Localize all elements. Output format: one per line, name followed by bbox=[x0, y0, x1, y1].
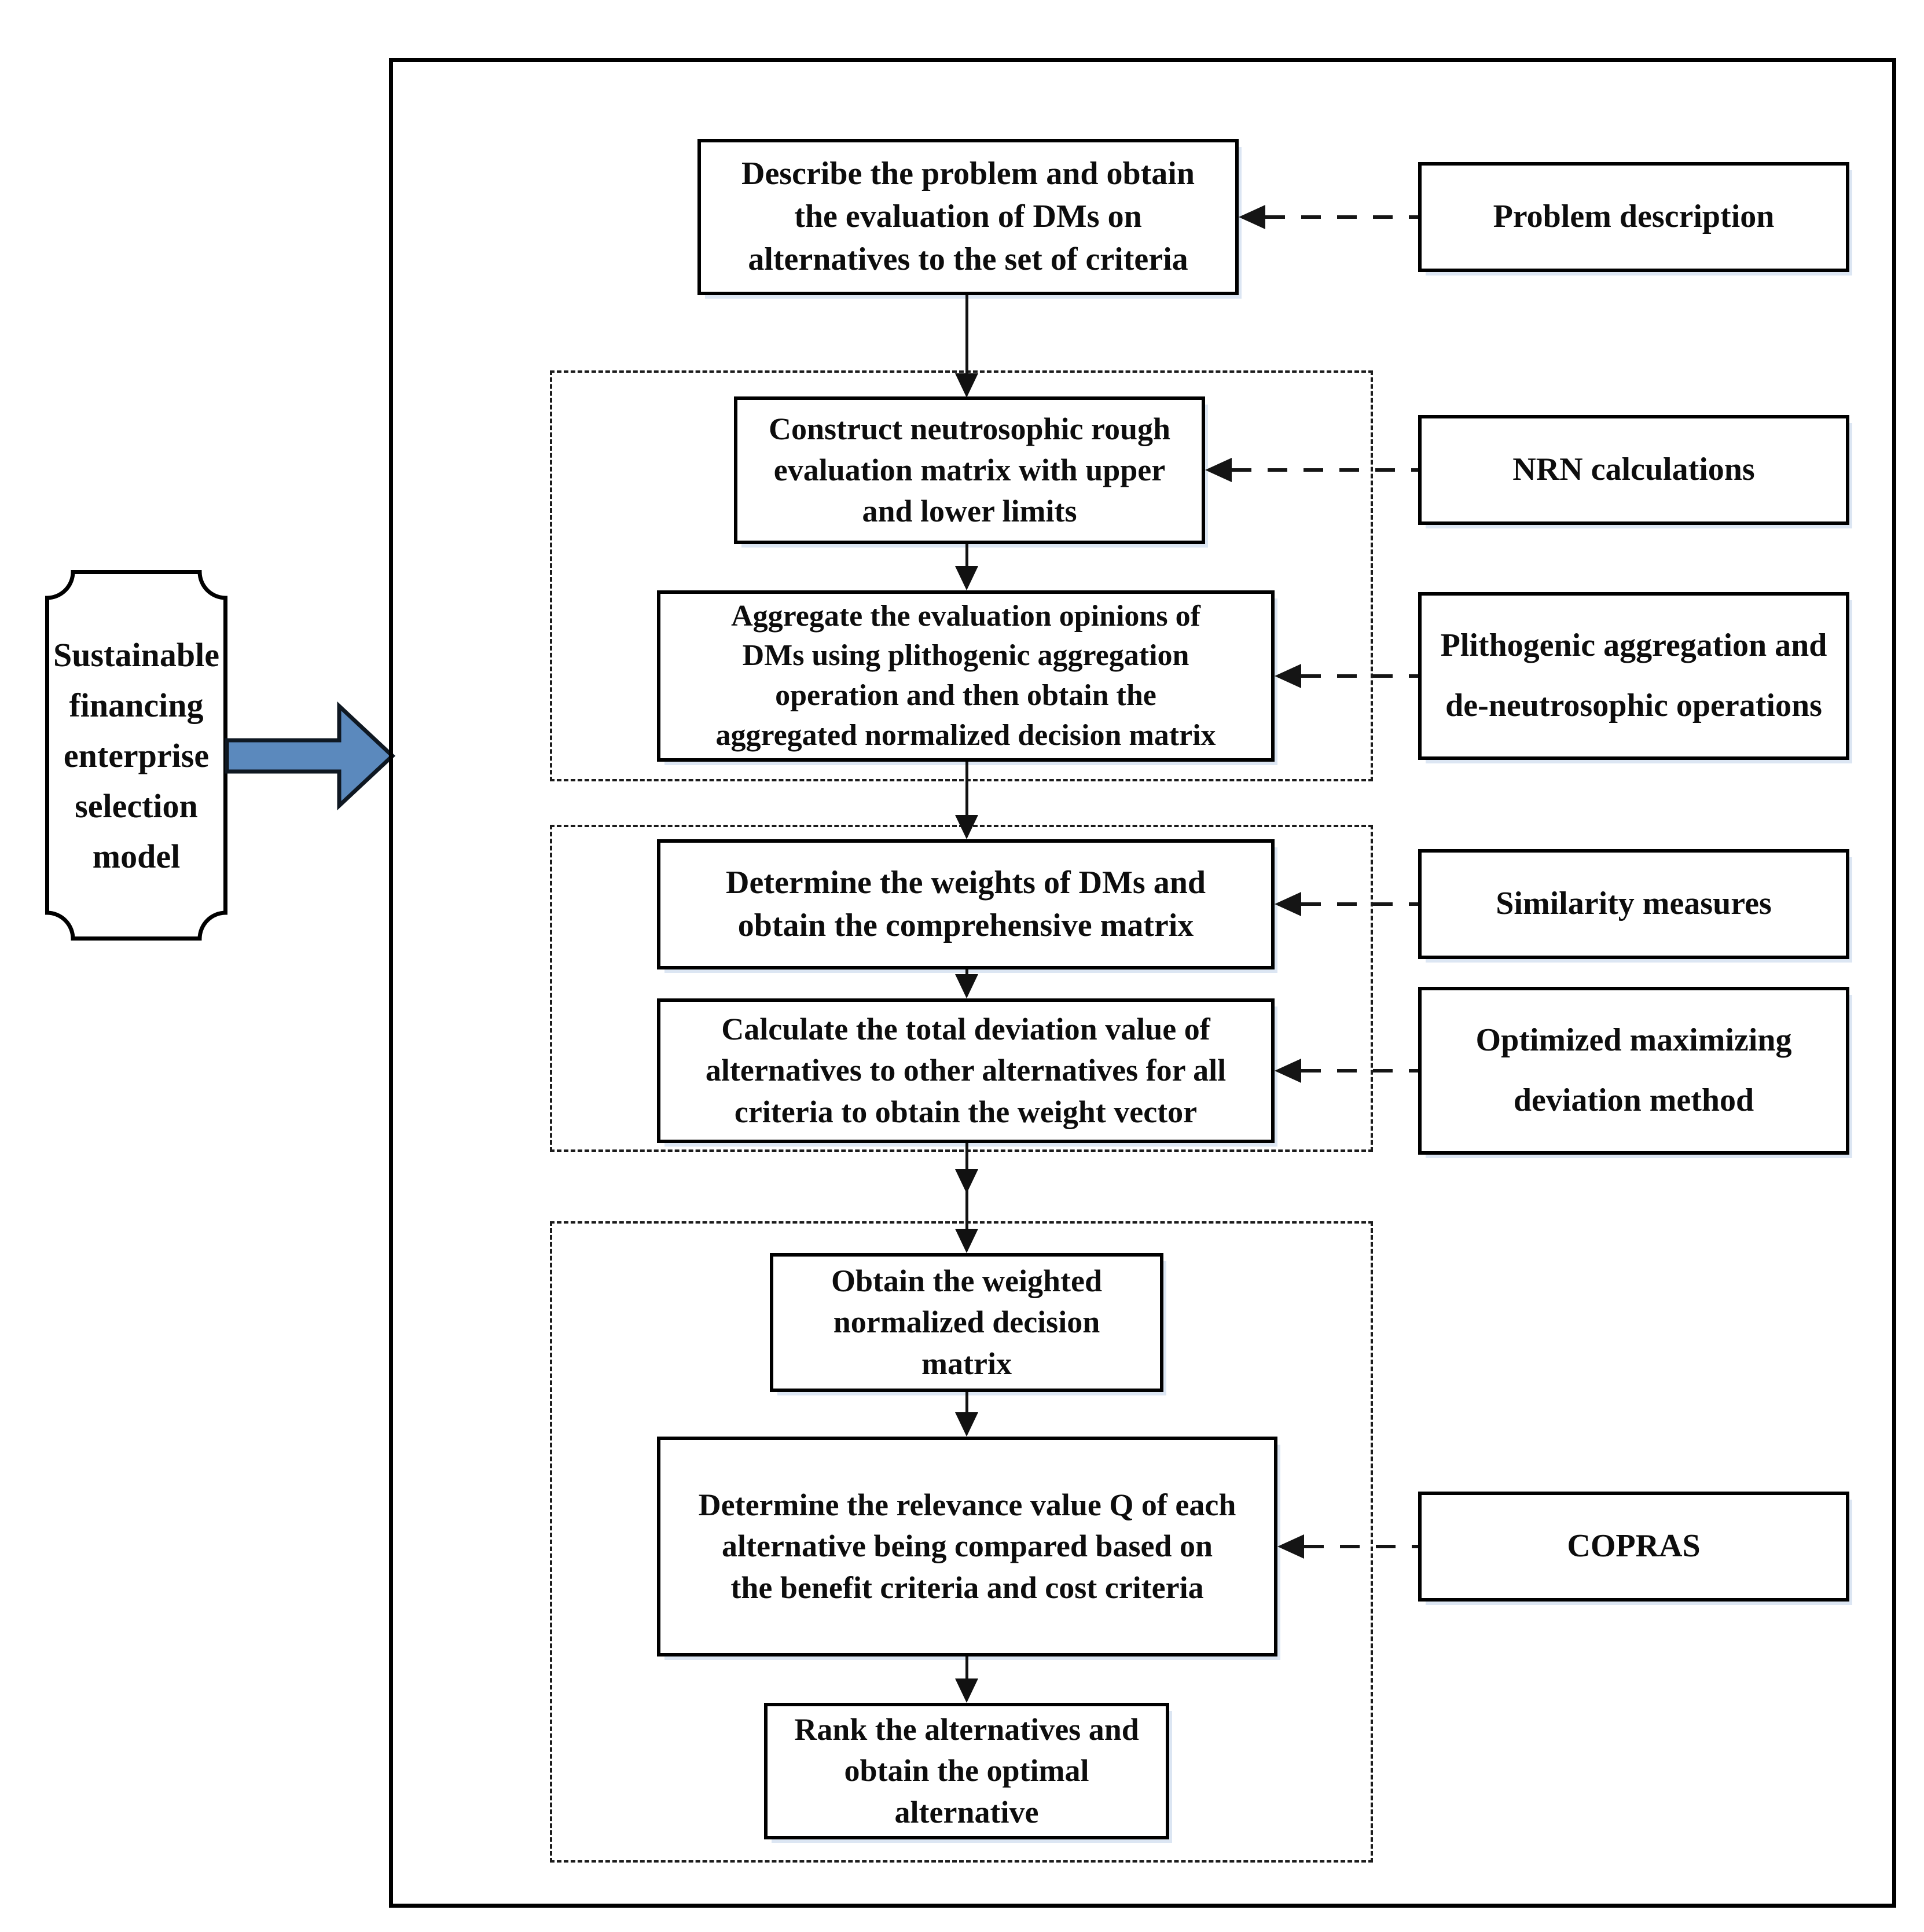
label-similarity-measures: Similarity measures bbox=[1418, 849, 1849, 959]
dashed-arrow-left-icon bbox=[1205, 458, 1232, 482]
flow-arrow-line bbox=[965, 1392, 968, 1412]
dashed-connector bbox=[1301, 902, 1418, 906]
step-total-deviation: Calculate the total deviation value of a… bbox=[657, 998, 1275, 1143]
dashed-connector bbox=[1232, 468, 1418, 472]
step-aggregate-opinions: Aggregate the evaluation opinions of DMs… bbox=[657, 590, 1275, 762]
label-problem-description: Problem description bbox=[1418, 162, 1849, 272]
flow-arrow-line bbox=[965, 969, 968, 975]
flow-arrow-line bbox=[965, 762, 968, 815]
phase-group-nrn bbox=[550, 370, 1373, 781]
dashed-connector bbox=[1304, 1545, 1418, 1548]
flow-arrow-line bbox=[965, 295, 968, 373]
step-construct-matrix: Construct neutrosophic rough evaluation … bbox=[734, 396, 1205, 544]
step-determine-weights: Determine the weights of DMs and obtain … bbox=[657, 839, 1275, 969]
flow-arrow-down-icon bbox=[955, 974, 978, 998]
label-maximizing-deviation: Optimized maximizing deviation method bbox=[1418, 987, 1849, 1155]
label-copras: COPRAS bbox=[1418, 1492, 1849, 1602]
model-plaque-shape bbox=[45, 570, 227, 941]
flow-arrow-down-icon bbox=[955, 1229, 978, 1253]
dashed-connector bbox=[1265, 215, 1418, 219]
dashed-arrow-left-icon bbox=[1275, 664, 1301, 688]
dashed-arrow-left-icon bbox=[1275, 1059, 1301, 1083]
dashed-arrow-left-icon bbox=[1275, 892, 1301, 916]
step-relevance-value: Determine the relevance value Q of each … bbox=[657, 1437, 1277, 1656]
flow-arrow-line bbox=[965, 1656, 968, 1678]
step-weighted-matrix: Obtain the weighted normalized decision … bbox=[770, 1253, 1163, 1392]
model-frame bbox=[389, 58, 1896, 1908]
label-plithogenic-aggregation: Plithogenic aggregation and de-neutrosop… bbox=[1418, 592, 1849, 760]
flow-arrow-down-icon bbox=[955, 1412, 978, 1437]
model-plaque-label: Sustainable financing enterprise selecti… bbox=[53, 636, 219, 875]
phase-group-copras bbox=[550, 1221, 1373, 1863]
step-describe-problem: Describe the problem and obtain the eval… bbox=[697, 139, 1239, 295]
dashed-arrow-left-icon bbox=[1277, 1534, 1304, 1559]
flow-arrow-down-icon bbox=[955, 1169, 978, 1193]
dashed-connector bbox=[1301, 1069, 1418, 1072]
dashed-arrow-left-icon bbox=[1239, 205, 1265, 229]
blue-arrow-icon bbox=[225, 701, 396, 811]
label-nrn-calculations: NRN calculations bbox=[1418, 415, 1849, 525]
flow-arrow-down-icon bbox=[955, 815, 978, 839]
flow-arrow-line bbox=[965, 544, 968, 566]
flow-arrow-down-icon bbox=[955, 1678, 978, 1703]
flow-arrow-down-icon bbox=[955, 566, 978, 590]
step-rank-alternatives: Rank the alternatives and obtain the opt… bbox=[764, 1703, 1169, 1839]
dashed-connector bbox=[1301, 674, 1418, 678]
flow-arrow-down-icon bbox=[955, 373, 978, 398]
